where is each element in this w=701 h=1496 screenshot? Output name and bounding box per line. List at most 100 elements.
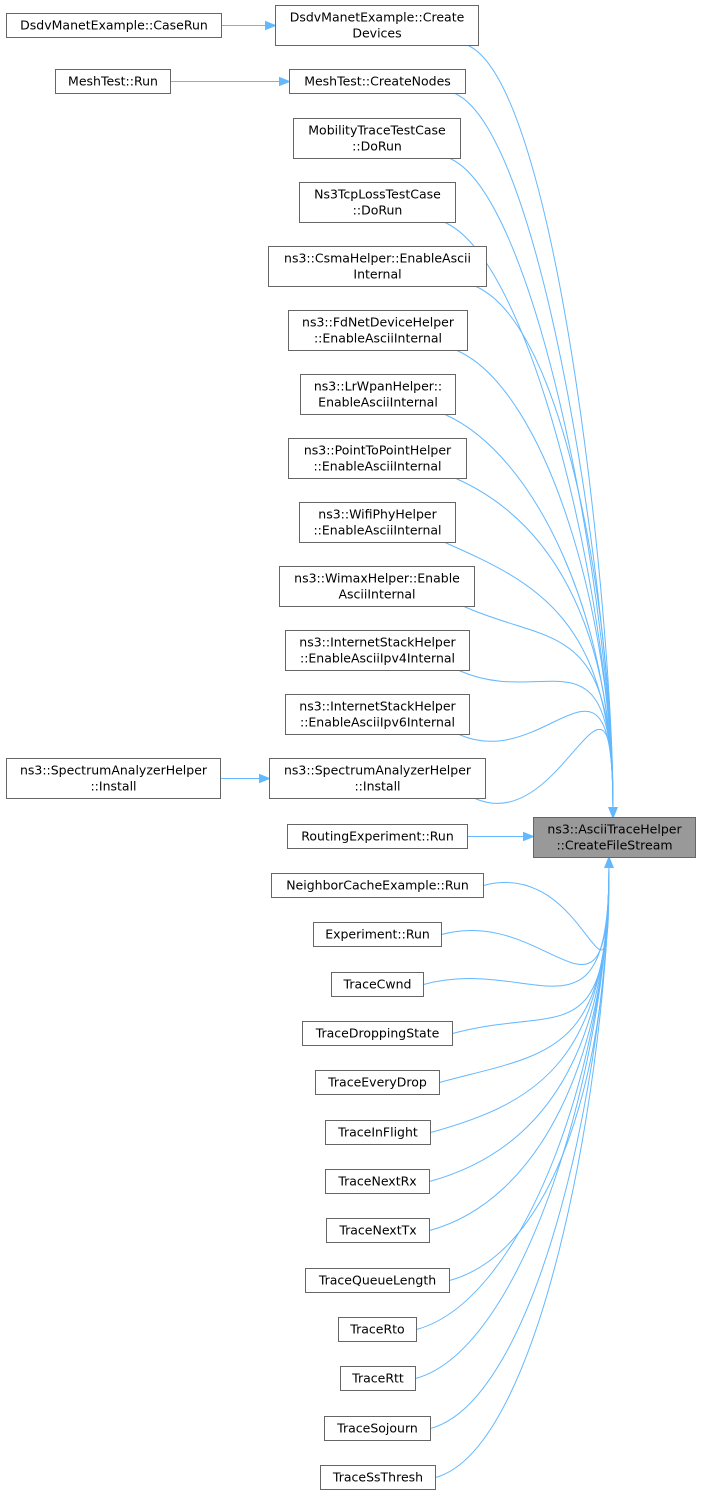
- edge-line: [449, 158, 614, 808]
- call-edge: [435, 856, 614, 1478]
- node-label-line: ns3::LrWpanHelper::: [314, 379, 442, 394]
- caller-function-node[interactable]: ns3::SpectrumAnalyzerHelper::Install: [6, 758, 221, 799]
- edge-arrowhead: [265, 20, 277, 31]
- caller-function-node[interactable]: TraceDroppingState: [302, 1021, 453, 1046]
- edge-line: [444, 414, 614, 808]
- node-box: [289, 69, 466, 94]
- caller-function-node[interactable]: TraceRtt: [340, 1366, 416, 1391]
- node-label-line: ::EnableAsciiInternal: [313, 523, 441, 538]
- caller-function-node[interactable]: ns3::WifiPhyHelper::EnableAsciiInternal: [299, 502, 456, 543]
- edge-line: [430, 867, 610, 1429]
- node-box: [268, 246, 487, 287]
- caller-function-node[interactable]: ns3::LrWpanHelper::EnableAsciiInternal: [300, 374, 456, 415]
- caller-function-node[interactable]: ns3::SpectrumAnalyzerHelper::Install: [269, 758, 486, 799]
- node-label-line: AsciiInternal: [338, 587, 415, 602]
- node-label-line: TraceQueueLength: [318, 1273, 436, 1288]
- caller-function-node[interactable]: ns3::CsmaHelper::EnableAsciiInternal: [268, 246, 487, 287]
- node-label-line: ns3::WifiPhyHelper: [318, 507, 437, 522]
- caller-function-node[interactable]: DsdvManetExample::CaseRun: [6, 13, 222, 38]
- edge-arrowhead: [604, 856, 614, 868]
- node-label-line: ::EnableAsciiIpv6Internal: [300, 715, 455, 730]
- call-edge: [483, 856, 614, 951]
- edge-line: [429, 867, 610, 1182]
- caller-function-node[interactable]: ns3::InternetStackHelper::EnableAsciiIpv…: [285, 630, 470, 671]
- caller-function-node[interactable]: TraceEveryDrop: [315, 1070, 440, 1095]
- node-box: [325, 1120, 431, 1145]
- node-box: [279, 566, 475, 607]
- node-label-line: MeshTest::CreateNodes: [304, 74, 451, 89]
- node-box: [293, 118, 461, 159]
- node-box: [533, 817, 696, 858]
- node-box: [340, 1366, 416, 1391]
- edge-line: [429, 867, 610, 1231]
- caller-function-node[interactable]: TraceSojourn: [324, 1416, 431, 1441]
- edge-arrowhead: [279, 76, 291, 87]
- caller-function-node[interactable]: TraceQueueLength: [305, 1268, 450, 1293]
- caller-function-node[interactable]: MobilityTraceTestCase::DoRun: [293, 118, 461, 159]
- call-edge: [467, 831, 535, 842]
- node-label-line: RoutingExperiment::Run: [301, 829, 454, 844]
- node-label-line: Internal: [353, 267, 401, 282]
- node-label-line: NeighborCacheExample::Run: [286, 878, 469, 893]
- edge-line: [483, 867, 610, 951]
- node-label-line: TraceInFlight: [337, 1125, 418, 1140]
- call-edge: [430, 856, 614, 1429]
- caller-function-node[interactable]: TraceNextTx: [326, 1218, 430, 1243]
- edge-line: [454, 93, 614, 808]
- caller-function-node[interactable]: Ns3TcpLossTestCase::DoRun: [299, 182, 456, 223]
- caller-function-node[interactable]: TraceRto: [338, 1317, 417, 1342]
- target-function-node[interactable]: ns3::AsciiTraceHelper::CreateFileStream: [533, 817, 696, 858]
- node-box: [299, 502, 456, 543]
- node-label-line: ::DoRun: [352, 139, 402, 154]
- caller-function-node[interactable]: Experiment::Run: [313, 922, 442, 947]
- node-label-line: TraceSojourn: [336, 1421, 418, 1436]
- node-box: [315, 1070, 440, 1095]
- caller-function-node[interactable]: ns3::InternetStackHelper::EnableAsciiIpv…: [285, 694, 470, 735]
- caller-function-node[interactable]: TraceNextRx: [325, 1169, 430, 1194]
- node-label-line: TraceRto: [349, 1322, 404, 1337]
- caller-function-node[interactable]: TraceInFlight: [325, 1120, 431, 1145]
- call-edge: [429, 856, 614, 1182]
- edge-line: [415, 867, 610, 1379]
- node-box: [326, 1218, 430, 1243]
- node-box: [302, 1021, 453, 1046]
- node-label-line: Experiment::Run: [325, 927, 430, 942]
- edge-line: [456, 350, 614, 808]
- node-label-line: ::DoRun: [353, 203, 403, 218]
- node-box: [305, 1268, 450, 1293]
- call-edge: [454, 93, 618, 819]
- caller-function-node[interactable]: MeshTest::CreateNodes: [289, 69, 466, 94]
- node-label-line: ::EnableAsciiInternal: [314, 331, 442, 346]
- edge-arrowhead: [259, 773, 271, 784]
- caller-function-node[interactable]: ns3::FdNetDeviceHelper::EnableAsciiInter…: [288, 310, 468, 351]
- call-edge: [474, 728, 618, 819]
- caller-function-node[interactable]: MeshTest::Run: [55, 69, 171, 94]
- caller-function-node[interactable]: ns3::PointToPointHelper::EnableAsciiInte…: [288, 438, 467, 479]
- node-label-line: Devices: [352, 26, 401, 41]
- node-box: [324, 1416, 431, 1441]
- node-label-line: MobilityTraceTestCase: [308, 123, 446, 138]
- node-box: [285, 630, 470, 671]
- node-label-line: ::EnableAsciiInternal: [313, 459, 441, 474]
- edge-line: [423, 867, 610, 987]
- caller-function-node[interactable]: NeighborCacheExample::Run: [271, 873, 484, 898]
- edge-line: [475, 286, 614, 808]
- node-label-line: TraceDroppingState: [315, 1026, 440, 1041]
- caller-function-node[interactable]: ns3::WimaxHelper::EnableAsciiInternal: [279, 566, 475, 607]
- node-box: [275, 5, 479, 46]
- caller-function-node[interactable]: TraceCwnd: [331, 972, 424, 997]
- edge-arrowhead: [608, 807, 618, 819]
- node-label-line: MeshTest::Run: [68, 74, 158, 89]
- caller-function-node[interactable]: RoutingExperiment::Run: [287, 824, 468, 849]
- caller-function-node[interactable]: TraceSsThresh: [320, 1465, 436, 1490]
- edge-line: [441, 867, 610, 965]
- node-box: [6, 13, 222, 38]
- node-box: [6, 758, 221, 799]
- edge-line: [467, 45, 614, 808]
- call-edge: [170, 76, 291, 87]
- node-label-line: ::Install: [354, 779, 400, 794]
- node-label-line: ::EnableAsciiIpv4Internal: [300, 651, 455, 666]
- node-label-line: Ns3TcpLossTestCase: [314, 187, 441, 202]
